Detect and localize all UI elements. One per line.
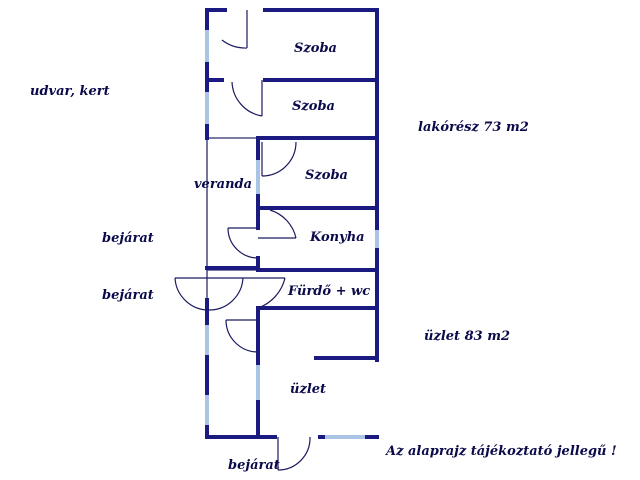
thin-walls xyxy=(206,137,262,271)
label-veranda: veranda xyxy=(194,177,252,192)
door-furdo-entrance xyxy=(243,277,286,309)
label-szoba-3: Szoba xyxy=(305,168,348,183)
door-szoba3 xyxy=(261,141,297,177)
label-uzlet: üzlet xyxy=(290,382,326,397)
door-szoba2 xyxy=(231,80,263,117)
doors xyxy=(174,10,311,471)
door-shop-entrance xyxy=(277,436,311,471)
door-main-entrance xyxy=(174,277,244,311)
door-shop-corridor xyxy=(225,319,259,353)
label-konyha: Konyha xyxy=(309,230,365,245)
door-veranda xyxy=(227,227,259,259)
label-furdo: Fürdő + wc xyxy=(287,284,370,299)
label-udvar: udvar, kert xyxy=(30,84,110,99)
label-note: Az alaprajz tájékoztató jellegű ! xyxy=(384,444,617,459)
label-bejarat-3: bejárat xyxy=(228,458,280,473)
label-szoba-1: Szoba xyxy=(294,41,337,56)
label-bejarat-2: bejárat xyxy=(102,288,154,303)
labels: udvar, kert lakórész 73 m2 üzlet 83 m2 b… xyxy=(30,41,617,473)
windows xyxy=(205,30,379,439)
label-bejarat-1: bejárat xyxy=(102,231,154,246)
label-lakoresz: lakórész 73 m2 xyxy=(418,120,529,135)
thick-walls xyxy=(205,8,379,439)
door-konyha xyxy=(258,209,297,239)
label-uzlet-area: üzlet 83 m2 xyxy=(424,329,510,344)
label-szoba-2: Szoba xyxy=(292,99,335,114)
door-szoba1 xyxy=(221,10,248,49)
